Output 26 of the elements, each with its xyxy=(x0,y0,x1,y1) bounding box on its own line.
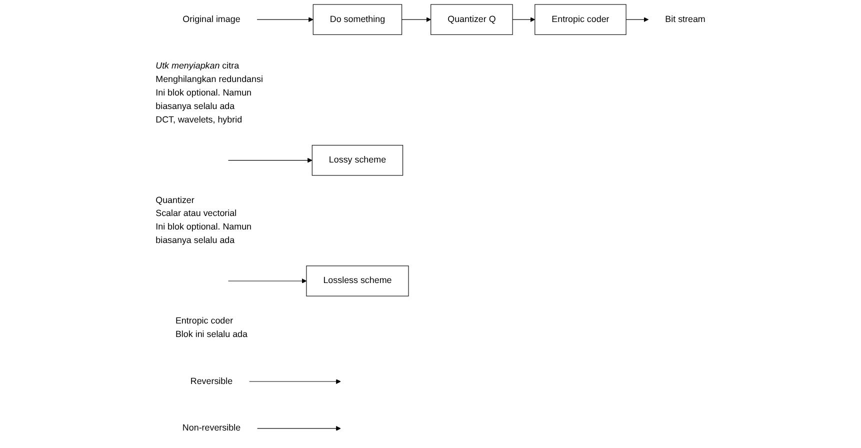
node-label: Utk menyiapkan citra xyxy=(156,61,240,71)
arrow xyxy=(512,17,536,22)
node-label: DCT, wavelets, hybrid xyxy=(156,115,242,125)
node-label: Scalar atau vectorial xyxy=(156,208,237,218)
node-label: Ini blok optional. Namun biasanya selalu ada xyxy=(156,222,252,246)
arrow xyxy=(228,278,307,284)
node-text: Reversible xyxy=(190,376,233,386)
node-box: Lossy scheme xyxy=(312,144,404,176)
arrow xyxy=(626,17,649,22)
node-label: Blok ini selalu ada xyxy=(175,330,248,340)
node-text: Original image xyxy=(182,14,240,24)
node-label: Quantizer xyxy=(156,196,194,206)
node-box: Lossless scheme xyxy=(306,266,409,296)
node-text: Non-reversible xyxy=(182,423,241,433)
node-label: Menghilangkan redundansi xyxy=(156,74,263,84)
arrow xyxy=(228,158,312,163)
arrow xyxy=(249,379,341,384)
node-label: Entropic coder xyxy=(175,316,234,326)
arrow xyxy=(402,17,432,22)
arrow xyxy=(256,17,314,22)
node-label: Ini blok optional. Namun biasanya selalu ada xyxy=(156,88,252,112)
node-box: Entropic coder xyxy=(534,4,626,35)
node-text: Bit stream xyxy=(665,14,706,24)
node-box: Do something xyxy=(312,4,402,35)
arrow xyxy=(257,426,341,431)
node-box: Quantizer Q xyxy=(430,4,513,35)
